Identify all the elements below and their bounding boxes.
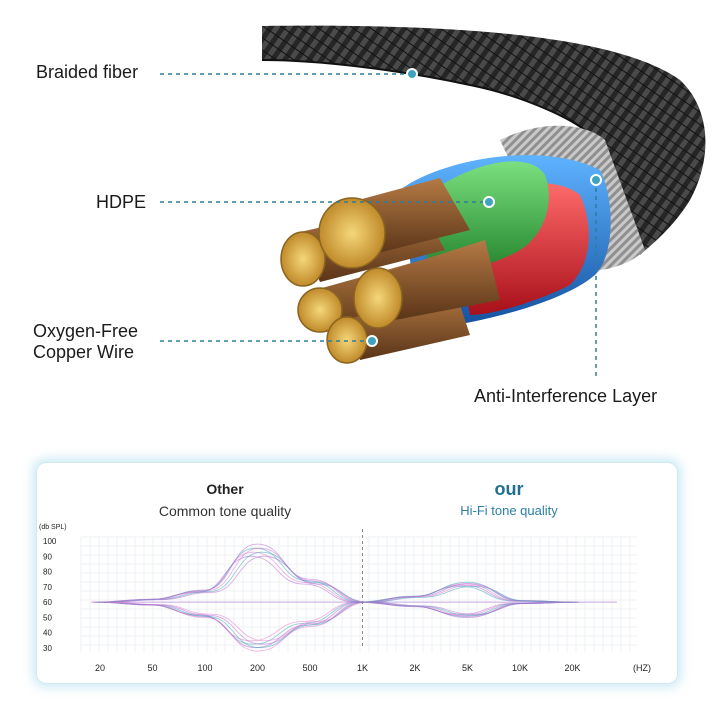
- x-tick-label: 20: [95, 663, 105, 673]
- comparison-panel: Other Common tone quality our Hi-Fi tone…: [36, 462, 678, 684]
- y-tick-label: 30: [43, 644, 52, 653]
- other-title: Other: [206, 481, 244, 497]
- label-copper-line1: Oxygen-Free: [33, 321, 139, 341]
- callout-hdpe-dot: [483, 196, 495, 208]
- x-tick-label: 1K: [357, 663, 368, 673]
- wave-series-line: [106, 601, 370, 642]
- y-tick-label: 70: [43, 583, 52, 592]
- braided-jacket: [262, 25, 706, 255]
- other-heading: Other Common tone quality: [125, 481, 325, 519]
- chart-grid: [80, 536, 637, 652]
- label-copper-wire: Oxygen-Free Copper Wire: [33, 321, 138, 363]
- x-tick-label: 50: [147, 663, 157, 673]
- label-hdpe: HDPE: [96, 192, 147, 212]
- copper-end-5: [353, 267, 403, 329]
- chart-waves: [93, 543, 580, 652]
- copper-strand-5: [375, 240, 500, 320]
- x-tick-label: 200: [250, 663, 265, 673]
- our-heading: our Hi-Fi tone quality: [409, 479, 609, 518]
- y-tick-label: 80: [43, 568, 52, 577]
- y-tick-label: 100: [43, 537, 57, 546]
- y-tick-label: 50: [43, 613, 52, 622]
- x-tick-label: 5K: [462, 663, 473, 673]
- copper-end-1: [280, 231, 326, 287]
- wave-series-line: [369, 585, 580, 603]
- x-tick-label: 100: [197, 663, 212, 673]
- y-tick-label: 40: [43, 629, 52, 638]
- copper-end-2: [318, 197, 386, 269]
- wave-series-line: [369, 601, 580, 615]
- cable-diagram: [160, 25, 706, 380]
- y-axis-label: (db SPL): [39, 524, 67, 531]
- x-tick-label: 500: [302, 663, 317, 673]
- label-braided-fiber: Braided fiber: [36, 62, 139, 82]
- label-copper-line2: Copper Wire: [33, 342, 135, 362]
- callout-braided-dot: [406, 68, 418, 80]
- x-tick-label: 10K: [512, 663, 528, 673]
- x-axis-unit: (HZ): [633, 663, 651, 673]
- insulation-green: [420, 161, 549, 280]
- callout-anti-dot: [590, 174, 602, 186]
- copper-end-3: [297, 287, 343, 333]
- y-tick-label: 90: [43, 552, 52, 561]
- our-subtitle: Hi-Fi tone quality: [460, 503, 558, 518]
- wave-series-line: [106, 555, 370, 603]
- y-axis-ticks: 100 90 80 70 60 50 40 30: [43, 537, 57, 653]
- callout-lines: [160, 73, 597, 380]
- copper-end-4: [326, 316, 368, 364]
- x-tick-label: 2K: [409, 663, 420, 673]
- x-axis-ticks: 20 50 100 200 500 1K 2K 5K 10K 20K: [95, 663, 581, 673]
- other-subtitle: Common tone quality: [158, 503, 292, 519]
- callout-dots: [366, 68, 602, 347]
- label-anti-interference: Anti-Interference Layer: [474, 386, 658, 406]
- our-title: our: [494, 479, 524, 499]
- wave-series-line: [97, 547, 361, 603]
- y-tick-label: 60: [43, 598, 52, 607]
- x-tick-label: 20K: [564, 663, 580, 673]
- braided-jacket-edge: [261, 59, 596, 141]
- callout-copper-dot: [366, 335, 378, 347]
